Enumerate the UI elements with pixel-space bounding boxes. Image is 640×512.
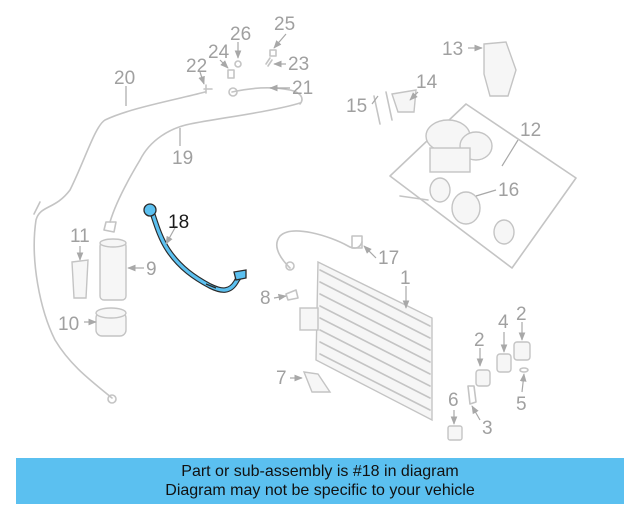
part-12-compressor-assembly <box>389 103 577 269</box>
callout-22: 22 <box>186 56 207 77</box>
part-5-oring <box>519 367 529 373</box>
part-24-fitting <box>227 69 235 79</box>
part-2-switch-a <box>475 369 491 387</box>
part-16-clutch <box>399 177 515 245</box>
part-20-hose <box>33 91 206 404</box>
part-25-fitting <box>269 49 277 57</box>
part-4-switch <box>496 353 512 373</box>
callout-2b: 2 <box>516 304 527 325</box>
callout-19: 19 <box>172 148 193 169</box>
callout-25: 25 <box>274 14 295 35</box>
part-2-switch-b <box>513 341 531 361</box>
callout-13: 13 <box>442 39 463 60</box>
callout-5: 5 <box>516 394 527 415</box>
callout-12: 12 <box>520 120 541 141</box>
callout-7: 7 <box>276 368 287 389</box>
callout-21: 21 <box>292 78 313 99</box>
part-7-bracket <box>302 371 332 393</box>
part-19-hose <box>103 102 301 233</box>
part-10-canister <box>95 307 127 337</box>
callout-3: 3 <box>482 418 493 439</box>
callout-8: 8 <box>260 288 271 309</box>
part-21-hose <box>228 87 303 105</box>
part-22-screw <box>203 84 213 94</box>
part-11-bracket <box>71 259 89 299</box>
callout-10: 10 <box>58 314 79 335</box>
part-8-clip <box>285 289 299 301</box>
callout-2a: 2 <box>474 330 485 351</box>
info-banner: Part or sub-assembly is #18 in diagram D… <box>16 458 624 504</box>
callout-15: 15 <box>346 96 367 117</box>
callout-6: 6 <box>448 390 459 411</box>
callout-11: 11 <box>70 226 90 247</box>
leader-lines <box>76 33 527 425</box>
callout-4: 4 <box>498 312 509 333</box>
part-6-sensor <box>447 425 463 441</box>
part-18-hose-highlighted <box>143 203 247 293</box>
callout-20: 20 <box>114 68 135 89</box>
part-3-valve <box>467 385 477 405</box>
part-1-condenser <box>299 260 433 422</box>
callout-24: 24 <box>208 42 230 63</box>
callout-26: 26 <box>230 24 251 45</box>
part-14-bracket <box>391 89 417 113</box>
part-9-receiver-drier <box>99 238 127 301</box>
callout-14: 14 <box>416 72 438 93</box>
banner-line-1: Part or sub-assembly is #18 in diagram <box>181 463 459 480</box>
banner-line-2: Diagram may not be specific to your vehi… <box>165 482 475 499</box>
part-17-hose <box>275 230 363 271</box>
callout-1: 1 <box>400 268 411 289</box>
callout-16: 16 <box>498 180 519 201</box>
callout-18: 18 <box>168 212 189 233</box>
callout-17: 17 <box>378 248 399 269</box>
part-26-fitting <box>234 60 242 68</box>
callout-23: 23 <box>288 54 309 75</box>
part-13-bracket <box>483 41 517 97</box>
callout-9: 9 <box>146 259 157 280</box>
part-23-fitting <box>265 57 273 67</box>
